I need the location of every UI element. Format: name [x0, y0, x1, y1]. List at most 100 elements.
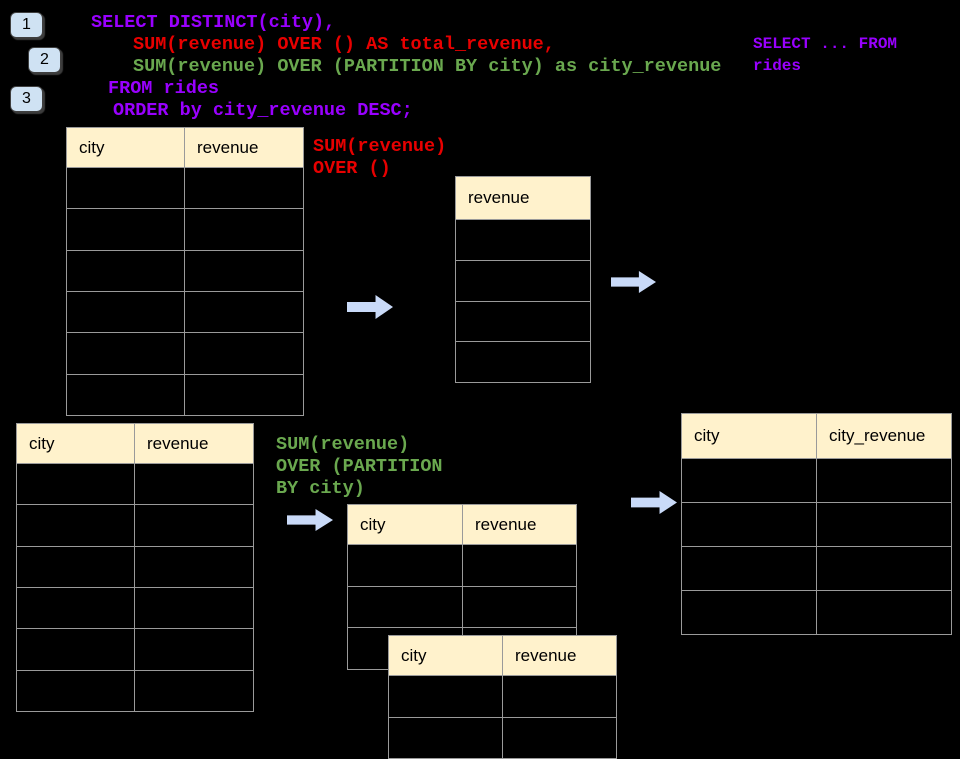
- column-header-revenue: revenue: [147, 433, 209, 453]
- table-cell: [682, 547, 817, 590]
- table-row: [17, 546, 253, 588]
- table-cell: [456, 261, 590, 301]
- table-cell: [682, 591, 817, 634]
- table-row: [17, 505, 253, 547]
- table-cell: [185, 375, 303, 415]
- column-header-revenue: revenue: [475, 514, 537, 534]
- table-cell: [682, 503, 817, 546]
- partition-window-label-line-1: SUM(revenue): [276, 434, 410, 455]
- table-cell: [185, 251, 303, 291]
- table-cell: [135, 547, 253, 587]
- side-sql-line-2: rides: [753, 57, 802, 75]
- table-row: [682, 459, 951, 503]
- city-revenue-result-table: city city_revenue: [681, 413, 952, 635]
- total-window-label-line-1: SUM(revenue): [313, 136, 447, 157]
- table-row: [67, 291, 303, 334]
- step-badge-1: 1: [10, 12, 43, 38]
- partition-window-label-line-2: OVER (PARTITION: [276, 456, 443, 477]
- sql-line-from: FROM rides: [108, 78, 220, 99]
- table-header-row: city revenue: [389, 636, 616, 676]
- table-body: [67, 168, 303, 415]
- table-cell: [463, 545, 576, 586]
- total-window-label-line-2: OVER (): [313, 158, 391, 179]
- table-cell: [817, 591, 951, 634]
- table-row: [17, 670, 253, 711]
- sql-line-total: SUM(revenue) OVER () AS total_revenue,: [133, 34, 555, 55]
- table-row: [389, 717, 616, 758]
- table-cell: [456, 302, 590, 342]
- table-cell: [348, 545, 463, 586]
- right-arrow-icon: [611, 271, 656, 293]
- partition-table-back: city revenue: [347, 504, 577, 670]
- step-badge-2: 2: [28, 47, 61, 73]
- sql-line-order: ORDER by city_revenue DESC;: [113, 100, 413, 121]
- column-header-revenue: revenue: [468, 188, 530, 207]
- column-header-city-revenue: city_revenue: [829, 426, 926, 445]
- table-row: [348, 586, 576, 629]
- total-revenue-table: revenue: [455, 176, 591, 383]
- table-cell: [135, 671, 253, 711]
- table-header-row: city revenue: [67, 128, 303, 168]
- partition-table-front: city revenue: [388, 635, 617, 759]
- table-header-row: city revenue: [348, 505, 576, 545]
- table-cell: [389, 676, 503, 717]
- table-cell: [67, 333, 185, 374]
- table-cell: [817, 503, 951, 546]
- sql-line-select: SELECT DISTINCT(city),: [91, 12, 336, 33]
- table-row: [682, 547, 951, 591]
- table-row: [67, 250, 303, 292]
- table-cell: [67, 374, 185, 415]
- table-cell: [135, 629, 253, 669]
- table-row: [67, 209, 303, 251]
- table-cell: [135, 505, 253, 545]
- table-cell: [389, 717, 503, 758]
- table-cell: [67, 250, 185, 291]
- table-header-row: city revenue: [17, 424, 253, 464]
- column-header-city: city: [682, 414, 817, 458]
- partition-window-label-line-3: BY city): [276, 478, 365, 499]
- table-cell: [682, 459, 817, 502]
- column-header-revenue: revenue: [515, 645, 577, 665]
- column-header-city: city: [67, 128, 185, 167]
- table-cell: [17, 546, 135, 587]
- table-cell: [185, 292, 303, 332]
- table-row: [682, 503, 951, 547]
- table-cell: [817, 547, 951, 590]
- table-cell: [135, 588, 253, 628]
- table-cell: [503, 676, 616, 717]
- table-header-row: revenue: [456, 177, 590, 220]
- table-row: [17, 587, 253, 630]
- table-cell: [17, 670, 135, 711]
- table-cell: [185, 168, 303, 208]
- table-cell: [17, 629, 135, 670]
- table-row: [348, 545, 576, 587]
- table-row: [17, 464, 253, 506]
- table-row: [456, 342, 590, 382]
- table-cell: [67, 291, 185, 333]
- table-row: [456, 261, 590, 302]
- table-row: [456, 220, 590, 261]
- table-row: [389, 676, 616, 718]
- table-cell: [185, 333, 303, 373]
- column-header-revenue: revenue: [197, 137, 259, 157]
- side-sql-line-1: SELECT ... FROM: [753, 35, 898, 53]
- table-cell: [456, 220, 590, 260]
- column-header-city: city: [389, 636, 503, 675]
- table-cell: [456, 342, 590, 382]
- right-arrow-icon: [287, 509, 333, 531]
- table-body: [682, 459, 951, 634]
- table-cell: [17, 505, 135, 546]
- table-cell: [67, 209, 185, 250]
- right-arrow-icon: [347, 295, 393, 319]
- source-table-bottom: city revenue: [16, 423, 254, 712]
- source-table-top: city revenue: [66, 127, 304, 416]
- table-header-row: city city_revenue: [682, 414, 951, 459]
- table-body: [389, 676, 616, 758]
- table-row: [67, 168, 303, 210]
- table-cell: [17, 464, 135, 505]
- slide-canvas: { "colors": { "purple": "#9900ff", "red"…: [10, 12, 952, 759]
- table-body: [456, 220, 590, 382]
- table-cell: [348, 586, 463, 628]
- sql-line-partition: SUM(revenue) OVER (PARTITION BY city) as…: [133, 56, 722, 77]
- column-header-city: city: [17, 424, 135, 463]
